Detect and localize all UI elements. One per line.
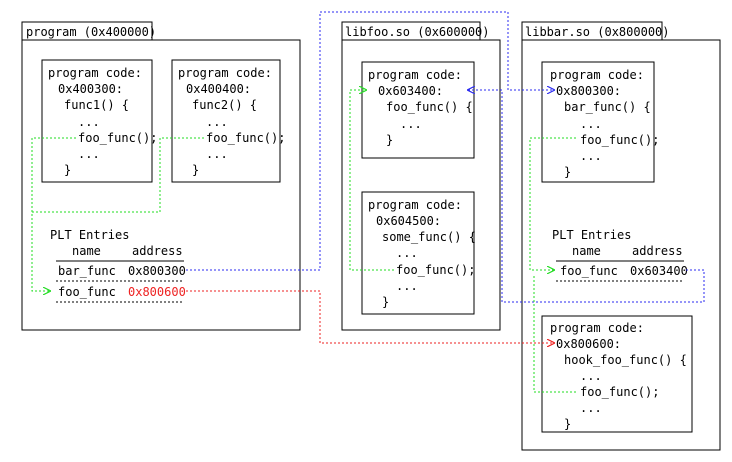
code-line: func2() { xyxy=(192,98,257,112)
plt-header-name: name xyxy=(72,244,101,258)
code-line: program code: xyxy=(550,68,644,82)
code-line: foo_func(); xyxy=(580,133,659,147)
code-line: ... xyxy=(78,147,100,161)
code-line: ... xyxy=(580,401,602,415)
plt-header-address: address xyxy=(632,244,683,258)
plt-title: PLT Entries xyxy=(50,228,129,242)
code-line: hook_foo_func() { xyxy=(564,353,687,367)
call-arrow-func2-to-plt xyxy=(32,137,204,213)
plt-header-name: name xyxy=(572,244,601,258)
code-line: 0x800600: xyxy=(556,337,621,351)
code-block: program code: 0x800600: hook_foo_func() … xyxy=(541,315,693,433)
code-line: 0x603400: xyxy=(378,84,443,98)
call-arrow-some-func-to-foo xyxy=(349,90,394,271)
code-line: ... xyxy=(206,115,228,129)
code-line: } xyxy=(564,165,571,179)
code-line: ... xyxy=(396,246,418,260)
plt-arrow-foo-func-hooked xyxy=(186,290,554,343)
code-line: } xyxy=(386,133,393,147)
code-line: } xyxy=(564,417,571,431)
code-line: foo_func(); xyxy=(580,385,659,399)
code-line: 0x604500: xyxy=(376,214,441,228)
module-libbar: libbar.so (0x800000) program code: 0x800… xyxy=(521,21,721,451)
code-line: } xyxy=(192,163,199,177)
code-block-box xyxy=(361,191,475,315)
plt-table: PLT Entries name address bar_func 0x8003… xyxy=(50,228,186,303)
code-line: some_func() { xyxy=(382,230,476,244)
code-block: program code: 0x603400: foo_func() { ...… xyxy=(361,61,475,159)
plt-entry-name: foo_func xyxy=(560,264,618,278)
plt-entry-name: foo_func xyxy=(58,285,116,299)
code-line: program code: xyxy=(178,66,272,80)
code-line: program code: xyxy=(550,321,644,335)
code-line: ... xyxy=(78,115,100,129)
code-line: program code: xyxy=(368,68,462,82)
code-block-box xyxy=(541,61,655,183)
plt-entry-address: 0x603400 xyxy=(630,264,688,278)
plt-table: PLT Entries name address foo_func 0x6034… xyxy=(552,228,688,282)
code-block: program code: 0x400400: func2() { ... fo… xyxy=(171,59,285,183)
code-line: foo_func(); xyxy=(78,131,157,145)
call-arrow-hook-to-plt xyxy=(533,276,576,393)
code-line: 0x400400: xyxy=(186,82,251,96)
code-block: program code: 0x604500: some_func() { ..… xyxy=(361,191,476,315)
code-line: } xyxy=(382,295,389,309)
code-line: ... xyxy=(400,117,422,131)
code-line: ... xyxy=(396,279,418,293)
plt-title: PLT Entries xyxy=(552,228,631,242)
code-line: 0x400300: xyxy=(58,82,123,96)
plt-entry-name: bar_func xyxy=(58,264,116,278)
code-line: ... xyxy=(580,149,602,163)
code-block: program code: 0x800300: bar_func() { ...… xyxy=(541,61,659,183)
plt-arrow-libbar-foo-func xyxy=(468,90,705,303)
code-line: } xyxy=(64,163,71,177)
code-block: program code: 0x400300: func1() { ... fo… xyxy=(41,59,157,183)
code-block-box xyxy=(361,61,475,159)
code-block-box xyxy=(171,59,281,183)
module-program: program (0x400000) program code: 0x40030… xyxy=(21,21,301,331)
module-libfoo: libfoo.so (0x600000) program code: 0x603… xyxy=(341,21,501,331)
call-arrow-func1-to-plt xyxy=(31,137,76,291)
code-line: ... xyxy=(580,369,602,383)
code-line: foo_func(); xyxy=(206,131,285,145)
code-line: func1() { xyxy=(64,98,129,112)
code-line: ... xyxy=(580,117,602,131)
plt-entry-address-hooked: 0x800600 xyxy=(128,285,186,299)
plt-arrow-bar-func xyxy=(186,11,554,271)
call-arrow-bar-func-to-plt xyxy=(529,137,576,270)
plt-header-address: address xyxy=(132,244,183,258)
code-line: program code: xyxy=(48,66,142,80)
code-line: ... xyxy=(206,147,228,161)
code-block-box xyxy=(541,315,693,433)
code-line: foo_func(); xyxy=(396,263,475,277)
module-title: libfoo.so (0x600000) xyxy=(345,25,490,39)
code-line: foo_func() { xyxy=(386,100,473,114)
module-title: libbar.so (0x800000) xyxy=(525,25,670,39)
arrows xyxy=(31,11,705,393)
code-line: program code: xyxy=(368,198,462,212)
module-title: program (0x400000) xyxy=(26,25,156,39)
plt-entry-address: 0x800300 xyxy=(128,264,186,278)
code-block-box xyxy=(41,59,153,183)
code-line: 0x800300: xyxy=(556,84,621,98)
code-line: bar_func() { xyxy=(564,100,651,114)
